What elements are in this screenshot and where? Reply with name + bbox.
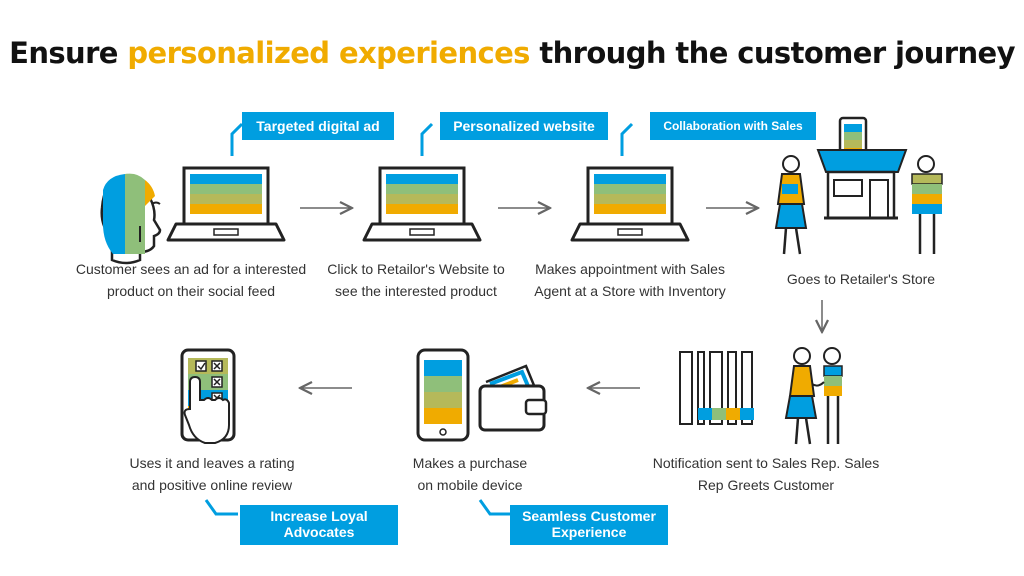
sales-rep-greeting-icon bbox=[784, 347, 843, 445]
tag-targeted-digital-ad: Targeted digital ad bbox=[242, 112, 394, 140]
caption-line: Uses it and leaves a rating bbox=[129, 455, 295, 471]
tag-line: Experience bbox=[551, 524, 627, 540]
title-part-2: through the customer journey bbox=[529, 36, 1015, 70]
title-part-1: Ensure bbox=[9, 36, 128, 70]
shopper-woman-icon bbox=[774, 155, 808, 255]
title-highlight: personalized experiences bbox=[127, 36, 530, 70]
caption-step-7: Uses it and leaves a rating and positive… bbox=[112, 452, 312, 496]
caption-line: Goes to Retailer's Store bbox=[786, 271, 936, 287]
customer-head-icon bbox=[100, 173, 162, 265]
tag-line: Seamless Customer bbox=[522, 508, 656, 524]
caption-line: product on their social feed bbox=[106, 283, 276, 299]
barcode-icon bbox=[679, 351, 754, 425]
caption-step-5: Notification sent to Sales Rep. Sales Re… bbox=[646, 452, 886, 496]
caption-line: Makes appointment with Sales bbox=[535, 261, 725, 277]
tag-seamless-customer-experience: Seamless Customer Experience bbox=[510, 505, 668, 545]
laptop-icon-3 bbox=[570, 166, 690, 242]
caption-line: Click to Retailor's Website to bbox=[327, 261, 505, 277]
caption-line: on mobile device bbox=[417, 477, 523, 493]
wallet-icon bbox=[478, 364, 548, 432]
caption-line: Makes a purchase bbox=[412, 455, 528, 471]
caption-line: Customer sees an ad for a interested bbox=[75, 261, 307, 277]
tag-personalized-website: Personalized website bbox=[440, 112, 608, 140]
mobile-phone-icon bbox=[416, 348, 470, 442]
shopper-man-icon bbox=[911, 155, 943, 254]
tag-line: Increase Loyal bbox=[270, 508, 368, 524]
caption-line: see the interested product bbox=[335, 283, 497, 299]
tag-collaboration-with-sales: Collaboration with Sales bbox=[650, 112, 816, 140]
laptop-icon-1 bbox=[166, 166, 286, 242]
retail-store-icon bbox=[816, 116, 908, 220]
tag-connector-6 bbox=[478, 499, 510, 516]
caption-line: Notification sent to Sales Rep. Sales bbox=[652, 455, 880, 471]
caption-step-3: Makes appointment with Sales Agent at a … bbox=[520, 258, 740, 302]
pointing-hand-icon bbox=[183, 375, 230, 444]
caption-line: Rep Greets Customer bbox=[697, 477, 835, 493]
tag-connector-1 bbox=[230, 122, 244, 156]
page-title: Ensure personalized experiences through … bbox=[0, 36, 1024, 70]
tag-increase-loyal-advocates: Increase Loyal Advocates bbox=[240, 505, 398, 545]
tag-connector-7 bbox=[204, 499, 238, 516]
tag-connector-2 bbox=[420, 122, 434, 156]
laptop-icon-2 bbox=[362, 166, 482, 242]
tag-connector-3 bbox=[620, 122, 634, 156]
caption-line: and positive online review bbox=[131, 477, 293, 493]
caption-line: Agent at a Store with Inventory bbox=[534, 283, 726, 299]
tag-line: Advocates bbox=[283, 524, 355, 540]
caption-step-4: Goes to Retailer's Store bbox=[766, 268, 956, 290]
caption-step-6: Makes a purchase on mobile device bbox=[390, 452, 550, 496]
caption-step-1: Customer sees an ad for a interested pro… bbox=[66, 258, 316, 302]
caption-step-2: Click to Retailor's Website to see the i… bbox=[316, 258, 516, 302]
